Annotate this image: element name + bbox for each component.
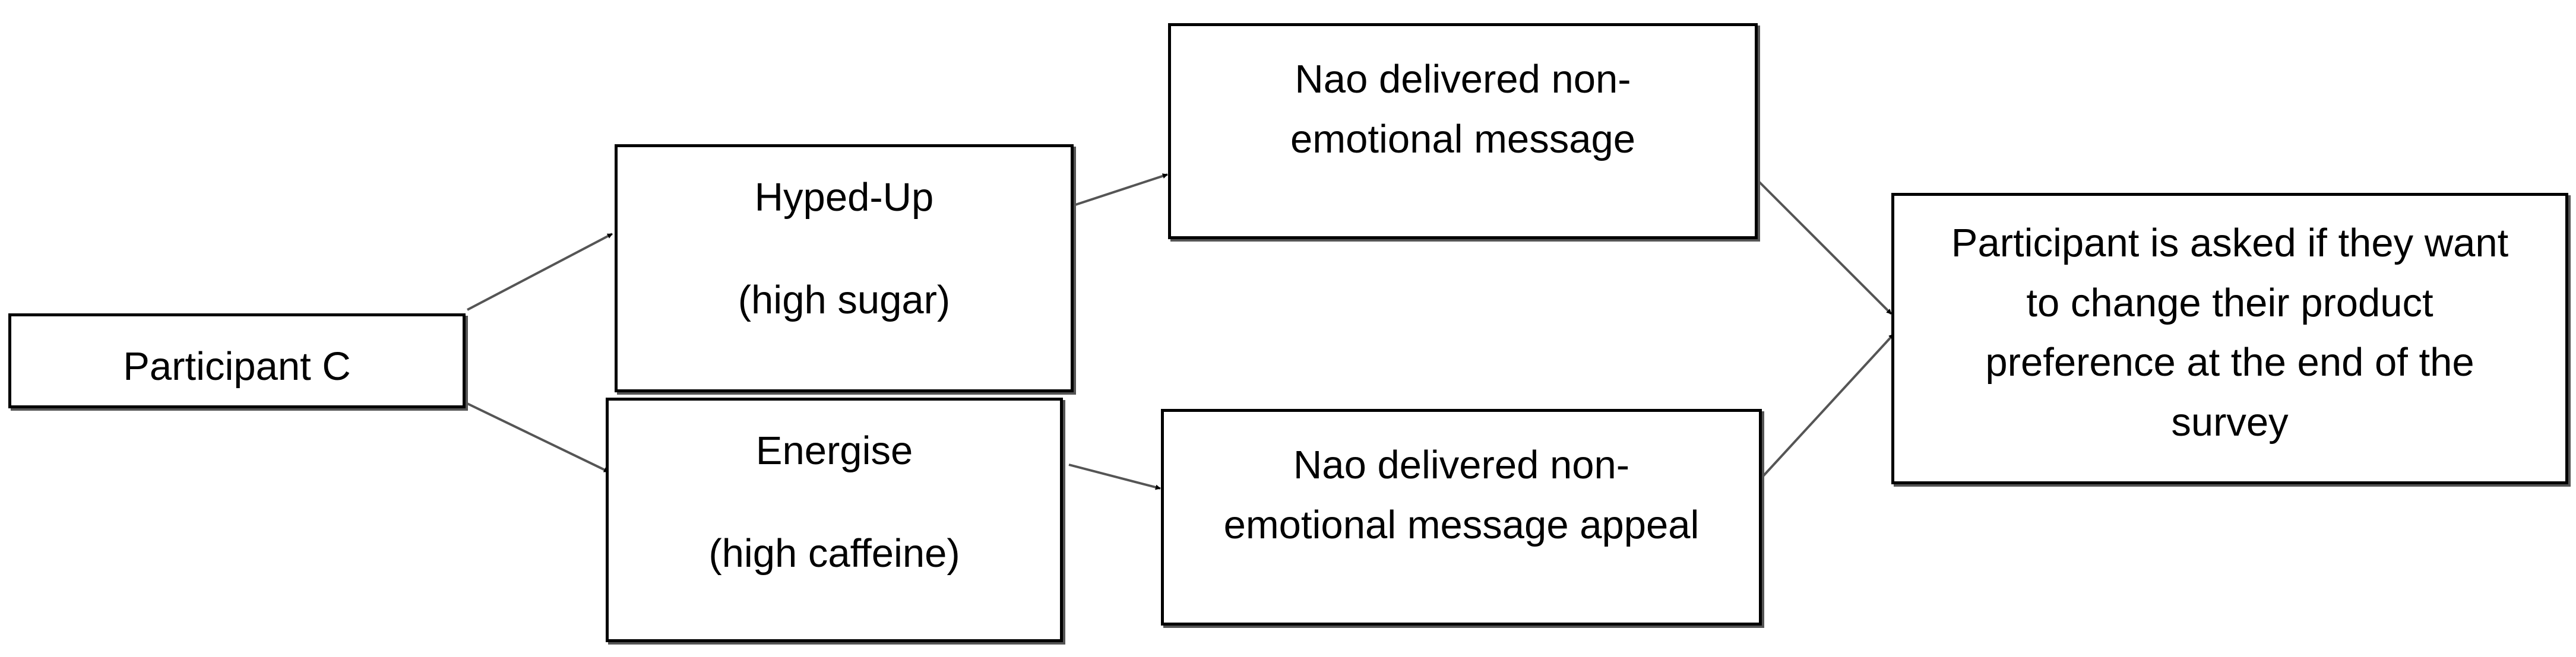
- outcome-line4: survey: [2171, 399, 2289, 445]
- energise-title: Energise: [755, 429, 913, 473]
- outcome-line1: Participant is asked if they want: [1951, 221, 2509, 265]
- outcome-node: Participant is asked if they want to cha…: [1891, 193, 2568, 484]
- edge-participant-to-hyped: [467, 233, 613, 311]
- edge-energise-to-msg-bottom: [1068, 464, 1161, 490]
- message-bottom-line1: Nao delivered non-: [1293, 443, 1630, 487]
- message-top-line1: Nao delivered non-: [1295, 57, 1631, 101]
- hyped-up-node: Hyped-Up (high sugar): [615, 144, 1074, 392]
- participant-label: Participant C: [123, 344, 351, 389]
- hyped-up-subtitle: (high sugar): [738, 277, 951, 322]
- outcome-line2: to change their product: [2026, 280, 2433, 325]
- hyped-up-title: Hyped-Up: [754, 175, 934, 220]
- participant-node: Participant C: [8, 313, 466, 408]
- energise-node: Energise (high caffeine): [606, 398, 1063, 642]
- energise-subtitle: (high caffeine): [708, 531, 960, 576]
- edge-msg-bottom-to-outcome: [1758, 333, 1895, 482]
- edge-participant-to-energise: [467, 402, 609, 473]
- message-top-node: Nao delivered non- emotional message: [1168, 23, 1758, 239]
- message-top-line2: emotional message: [1290, 116, 1635, 161]
- edge-msg-top-to-outcome: [1758, 180, 1893, 315]
- outcome-line3: preference at the end of the: [1985, 340, 2474, 385]
- message-bottom-node: Nao delivered non- emotional message app…: [1161, 409, 1762, 626]
- message-bottom-line2: emotional message appeal: [1223, 502, 1700, 547]
- edge-hyped-to-msg-top: [1073, 173, 1168, 207]
